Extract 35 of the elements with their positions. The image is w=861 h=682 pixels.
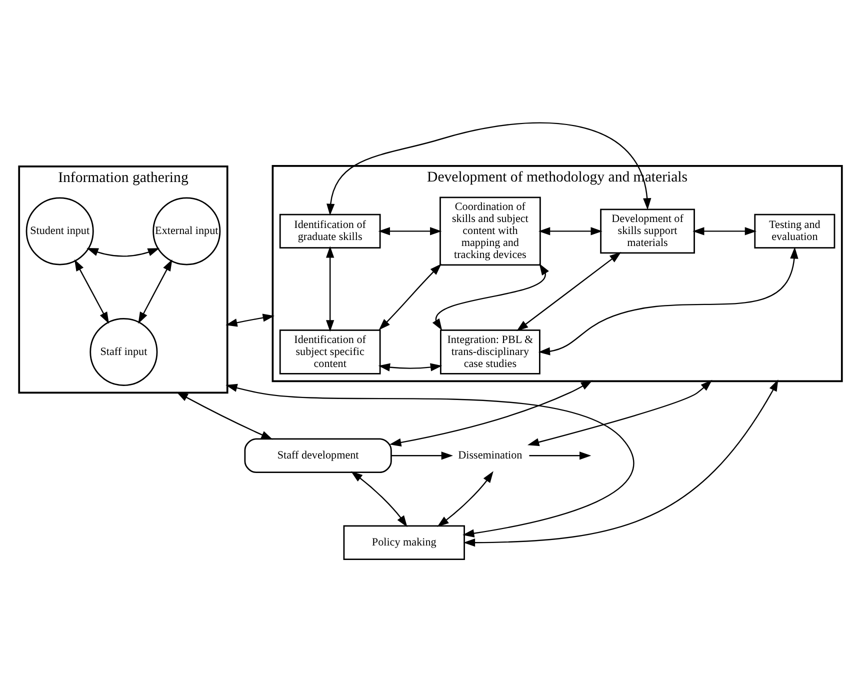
node-box: Policy making [343, 525, 465, 560]
arrow [74, 259, 110, 324]
arrow [527, 380, 712, 446]
arrow [529, 452, 592, 460]
node-text: Dissemination [458, 450, 522, 462]
arrow [463, 380, 778, 547]
node-circle: Student input [26, 197, 94, 266]
node-circle: External input [152, 197, 221, 266]
node-circle: Staff input [90, 318, 158, 386]
arrow [326, 246, 334, 332]
arrow [538, 227, 602, 236]
arrow [389, 380, 593, 446]
node-box: Identification of subject specific content [279, 330, 381, 374]
arrow [86, 248, 160, 257]
node-box: Staff development [244, 438, 392, 473]
arrow [391, 452, 454, 460]
node-box: Coordination of skills and subject content with mapping and tracking devices [440, 196, 541, 266]
node-box: Testing and evaluation [754, 214, 836, 249]
arrow [350, 471, 408, 528]
arrow [516, 252, 622, 332]
arrow [378, 227, 442, 236]
arrow [538, 246, 798, 356]
arrow [138, 259, 172, 324]
node-box: Integration: PBL & trans-disciplinary case studies [440, 330, 540, 374]
arrow [326, 122, 652, 216]
arrow [432, 263, 549, 330]
node-box: Identification of graduate skills [279, 214, 381, 249]
arrow [176, 392, 273, 440]
arrow [226, 314, 274, 327]
arrow [226, 384, 634, 538]
arrow [378, 363, 442, 372]
arrow [437, 471, 494, 527]
arrow [378, 264, 442, 330]
arrow [692, 227, 757, 236]
node-box: Development of skills support materials [600, 208, 695, 254]
